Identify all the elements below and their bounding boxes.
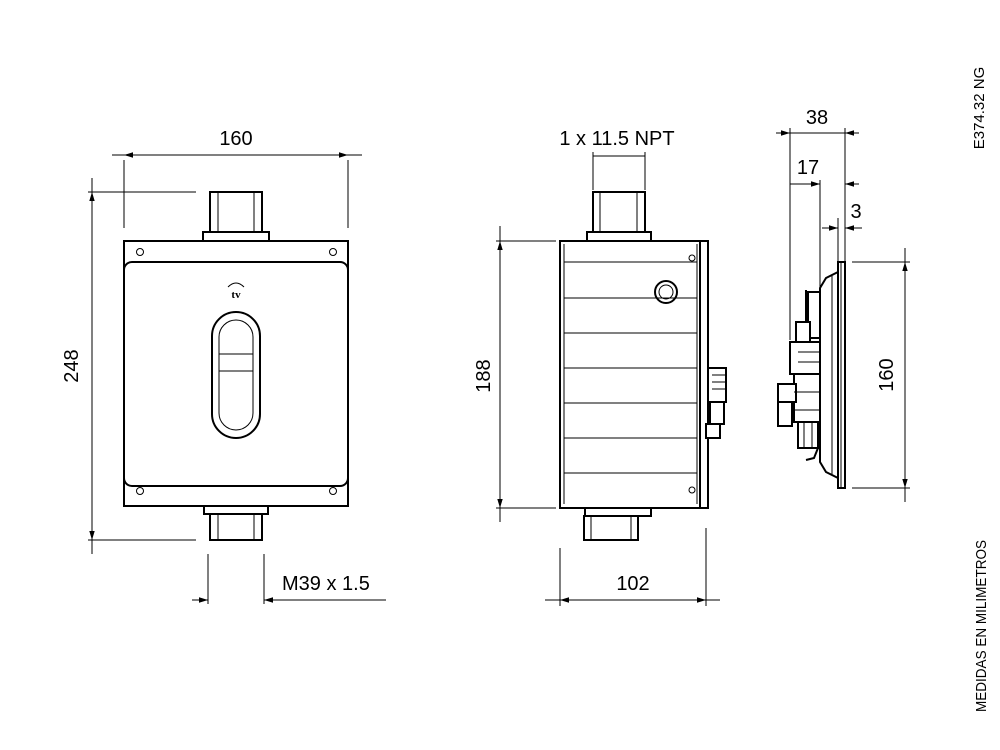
screw-icon (136, 248, 337, 495)
side-thread-dim: 1 x 11.5 NPT (559, 128, 674, 150)
side-knob-icon (654, 280, 678, 304)
profile-overall-dim: 38 (806, 107, 828, 129)
side-bottom-connector (583, 515, 639, 541)
units-note: MEDIDAS EN MILIMETROS (973, 540, 990, 712)
profile-mechanism (777, 271, 839, 479)
drawing-code: E374.32 NG (971, 67, 988, 150)
side-housing (559, 240, 704, 509)
profile-height-dim: 160 (876, 358, 898, 391)
profile-mid-dim: 17 (797, 157, 819, 179)
front-bottom-connector (209, 513, 263, 541)
brand-logo-icon: tv (227, 282, 245, 301)
front-height-dim: 248 (61, 349, 83, 382)
profile-view: 38 17 3 160 (776, 107, 910, 502)
brand-mark: tv (231, 289, 241, 301)
profile-plate-dim: 3 (850, 201, 861, 223)
front-width-dim: 160 (219, 128, 252, 150)
front-view: tv 160 248 M39 x 1.5 (61, 128, 386, 604)
push-button-icon (211, 311, 261, 439)
side-valve-icon (705, 367, 727, 439)
front-cover-plate (123, 261, 349, 487)
front-thread-dim: M39 x 1.5 (282, 573, 370, 595)
side-height-dim: 188 (473, 359, 495, 392)
side-view: 1 x 11.5 NPT 188 102 (473, 128, 727, 606)
side-depth-dim: 102 (616, 573, 649, 595)
